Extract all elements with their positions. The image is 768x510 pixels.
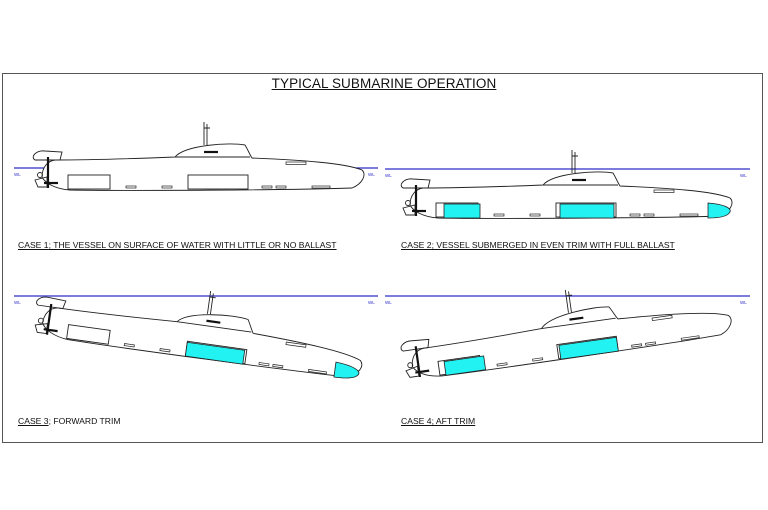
diagram-frame <box>2 73 763 443</box>
ballast-tank-aft <box>443 355 487 376</box>
case-1-submarine: WL WL <box>14 120 378 192</box>
case-3-caption: CASE 3; FORWARD TRIM <box>18 416 121 426</box>
case-4-submarine: WL WL <box>385 266 750 383</box>
svg-text:WL: WL <box>14 300 21 305</box>
case-2-caption: CASE 2; VESSEL SUBMERGED IN EVEN TRIM WI… <box>401 240 675 250</box>
ballast-tank-bow <box>707 202 731 219</box>
svg-text:WL: WL <box>14 172 21 177</box>
svg-text:WL: WL <box>740 300 747 305</box>
diagram-title: TYPICAL SUBMARINE OPERATION <box>271 76 497 91</box>
ballast-tank-bow <box>333 361 360 379</box>
svg-text:WL: WL <box>368 300 375 305</box>
ballast-tank-aft <box>443 203 481 219</box>
svg-text:WL: WL <box>740 173 747 178</box>
case-4-caption: CASE 4; AFT TRIM <box>401 416 476 426</box>
svg-text:WL: WL <box>385 300 392 305</box>
case-2-submarine: WL WL <box>385 148 750 220</box>
svg-text:WL: WL <box>368 172 375 177</box>
svg-text:WL: WL <box>385 173 392 178</box>
case-3-submarine: WL WL <box>14 266 378 383</box>
case-1-caption: CASE 1; THE VESSEL ON SURFACE OF WATER W… <box>18 240 337 250</box>
ballast-tank-mid <box>559 203 615 219</box>
ballast-tank-mid <box>558 336 619 360</box>
ballast-tank-mid <box>184 341 246 365</box>
